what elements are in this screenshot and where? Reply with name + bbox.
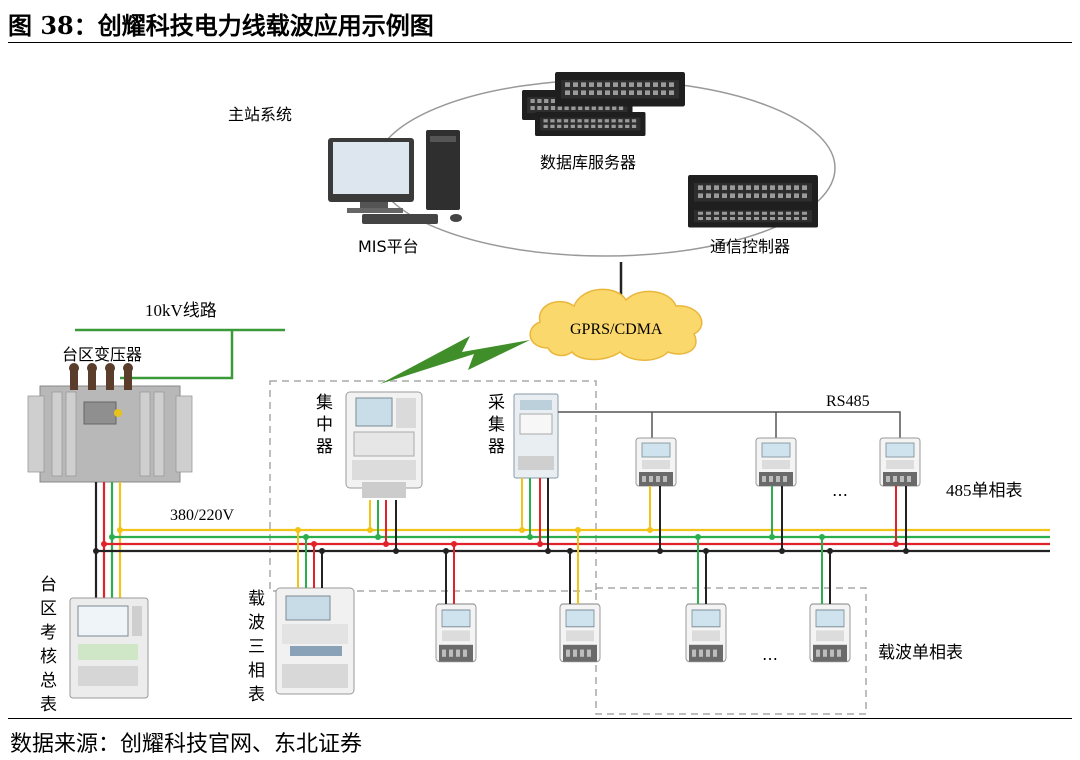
comm-controller-label: 通信控制器 (710, 237, 790, 256)
carrier-dots: … (762, 645, 778, 664)
comm-controller-icon (688, 175, 818, 228)
source-rule (8, 718, 1072, 719)
transformer-drops (94, 482, 122, 600)
carrier-three-phase-meter (275, 587, 355, 695)
transformer-label: 台区变压器 (62, 345, 142, 364)
carrier-meter-box (595, 587, 867, 715)
transformer-icon (27, 363, 193, 483)
carrier-single-label: 载波单相表 (878, 643, 963, 662)
wireless-bolt (380, 336, 530, 384)
figure-title: 图 38：创耀科技电力线载波应用示例图 (8, 11, 434, 40)
carrier-three-phase-label: 载波三相表 (248, 589, 265, 705)
collector-label: 采集器 (488, 393, 505, 457)
cloud-label: GPRS/CDMA (570, 321, 663, 338)
carrier-single-meters (435, 603, 851, 663)
collector-icon (513, 393, 559, 479)
mis-computer (328, 130, 462, 224)
title-rule (8, 42, 1072, 43)
voltage-label: 380/220V (170, 507, 234, 524)
concentrator-label: 集中器 (316, 393, 333, 457)
junction-dots (93, 527, 909, 554)
area-total-meter (69, 597, 149, 699)
db-server-icon (522, 72, 685, 136)
gprs-cloud (529, 288, 703, 361)
mis-label: MIS平台 (358, 237, 419, 256)
concentrator-icon (345, 391, 423, 498)
collector-box (269, 380, 597, 592)
master-station-label: 主站系统 (228, 105, 292, 124)
485-dots: … (832, 481, 848, 500)
485-meter-label: 485单相表 (946, 481, 1023, 500)
db-server-label: 数据库服务器 (540, 153, 636, 172)
rs485-label: RS485 (826, 393, 870, 410)
10kv-label: 10kV线路 (145, 301, 217, 320)
485-meters (635, 437, 921, 487)
rs485-bus (558, 411, 901, 438)
area-meter-label: 台区考核总表 (40, 575, 57, 715)
figure-source: 数据来源：创耀科技官网、东北证券 (10, 732, 363, 757)
